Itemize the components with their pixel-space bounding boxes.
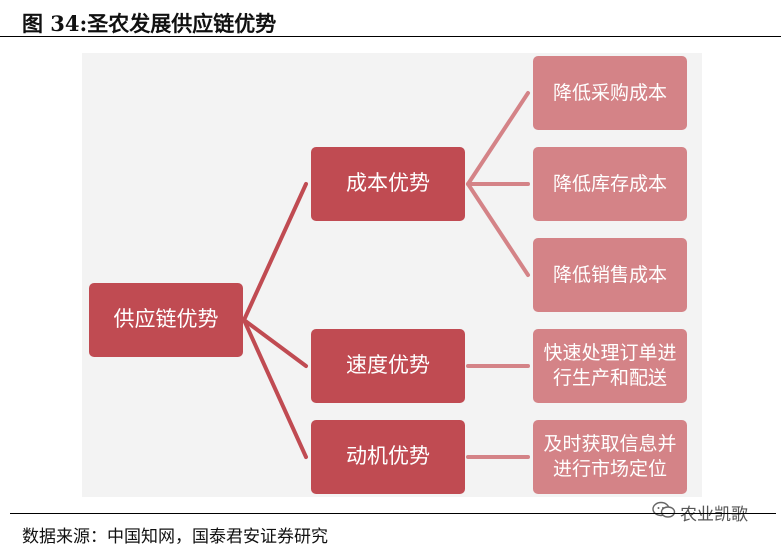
node-reduce-sales-cost: 降低销售成本	[533, 238, 687, 312]
connector-root-cost	[242, 182, 308, 322]
title-divider	[0, 36, 781, 37]
node-label: 成本优势	[346, 171, 430, 196]
wechat-icon	[652, 501, 676, 524]
node-label: 降低销售成本	[552, 263, 667, 286]
connector-cost-sales	[466, 182, 530, 277]
node-label: 供应链优势	[113, 307, 219, 332]
node-label: 降低采购成本	[552, 81, 667, 104]
node-label: 及时获取信息并进行市场定位	[543, 433, 677, 480]
figure-title: 图 34:圣农发展供应链优势	[22, 11, 277, 36]
node-reduce-purchase-cost: 降低采购成本	[533, 56, 687, 130]
node-supply-chain-advantage: 供应链优势	[89, 283, 243, 357]
node-label: 降低库存成本	[552, 172, 667, 195]
node-reduce-inventory-cost: 降低库存成本	[533, 147, 687, 221]
node-cost-advantage: 成本优势	[311, 147, 465, 221]
node-speed-advantage: 速度优势	[311, 329, 465, 403]
node-timely-market-positioning: 及时获取信息并进行市场定位	[533, 420, 687, 494]
watermark-text: 农业凯歌	[680, 505, 748, 525]
source-divider	[10, 513, 776, 514]
node-fast-order-processing: 快速处理订单进行生产和配送	[533, 329, 687, 403]
source-note: 数据来源：中国知网，国泰君安证券研究	[22, 527, 328, 547]
node-label: 速度优势	[346, 353, 430, 378]
connector-root-speed	[242, 318, 308, 368]
node-label: 动机优势	[346, 444, 430, 469]
node-label: 快速处理订单进行生产和配送	[543, 342, 677, 389]
connector-root-motive	[242, 318, 308, 459]
watermark: 农业凯歌	[650, 500, 750, 525]
connector-cost-purchase	[466, 91, 530, 186]
node-motive-advantage: 动机优势	[311, 420, 465, 494]
